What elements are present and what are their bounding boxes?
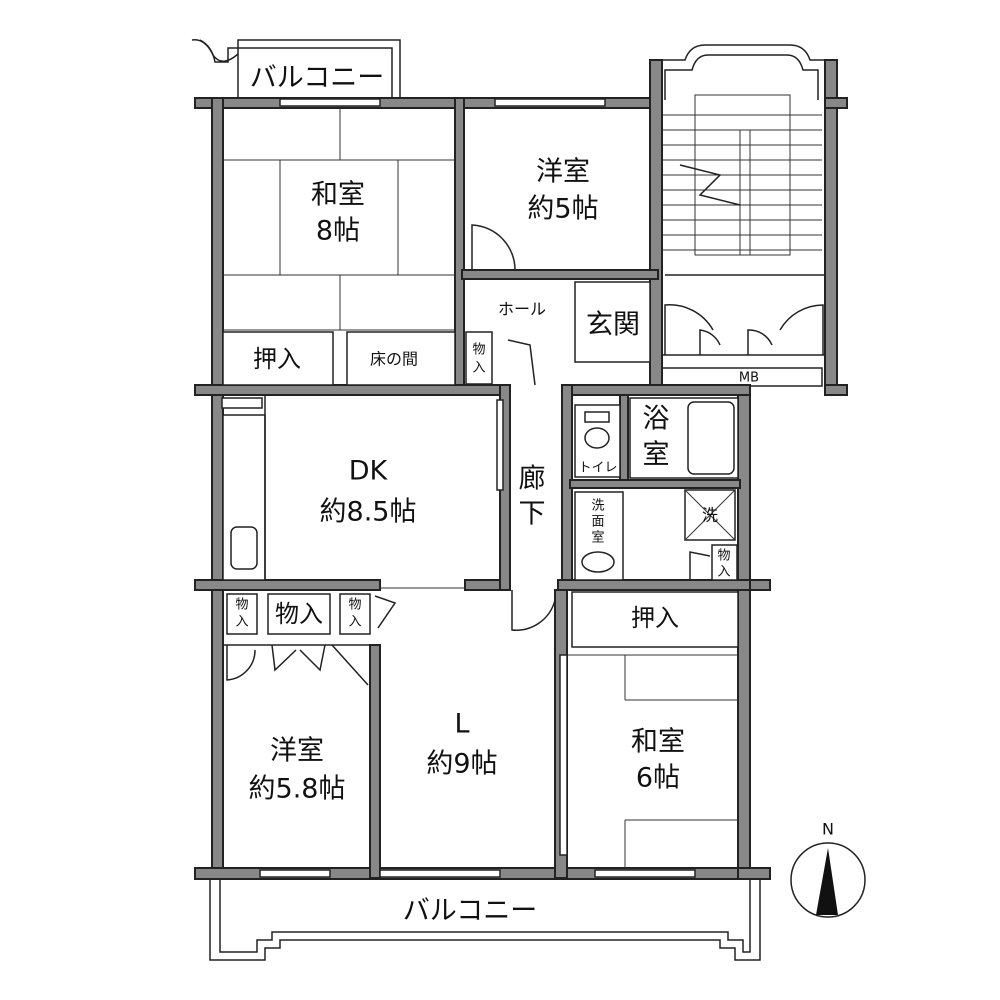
room-washitsu-8: 和室 8帖 押入 床の間 [222,108,456,386]
storage-wash-label-1: 物 [717,549,730,564]
washitsu8-name: 和室 [311,180,365,211]
balcony-top: バルコニー [191,39,401,100]
storage-hall-label-2: 入 [472,361,485,376]
storage-left-small-1: 物 [235,598,248,613]
storage-left-main-label: 物入 [275,600,323,628]
tokonoma-label: 床の間 [370,350,418,369]
living-size: 約9帖 [426,749,497,780]
youshitsu5-size: 約5帖 [527,194,598,225]
storage-row: 物 入 物入 物 入 [223,593,397,686]
storage-left-right-2: 入 [348,615,361,630]
oshiire-top-label: 押入 [253,345,301,373]
balcony-bottom-label: バルコニー [403,896,537,927]
dk-name: DK [349,456,389,487]
youshitsu58-size: 約5.8帖 [249,774,346,805]
room-youshitsu-5: 洋室 約5帖 [471,157,599,271]
room-washitsu-6: 押入 和室 6帖 [559,591,739,868]
washer-label: 洗 [702,506,718,525]
washitsu8-size: 8帖 [316,216,360,247]
compass: N [790,820,866,918]
stair-treads [662,114,822,251]
bath-label-2: 室 [643,440,670,471]
hall-label: ホール [498,300,546,319]
corridor-char-1: 廊 [519,464,546,495]
dk-size: 約8.5帖 [320,497,417,528]
hall-area: ホール 玄関 物 入 [465,281,651,386]
walls [194,59,848,880]
stairwell: MB [654,44,828,387]
compass-north-label: N [822,820,834,839]
living-name: L [454,709,469,740]
balcony-top-label: バルコニー [250,63,384,94]
wet-area: トイレ 浴 室 洗 面 室 洗 物 入 [574,397,739,581]
balcony-bottom: バルコニー [209,878,761,961]
oshiire-right-label: 押入 [631,604,679,632]
youshitsu5-door [471,224,516,271]
meter-box-label: MB [739,371,759,386]
youshitsu58-name: 洋室 [270,736,324,767]
bath-label-1: 浴 [643,404,670,435]
storage-hall-label-1: 物 [472,343,485,358]
genkan-label: 玄関 [586,310,640,341]
youshitsu5-name: 洋室 [536,157,590,188]
room-youshitsu-58: 洋室 約5.8帖 [249,736,346,805]
storage-left-right-1: 物 [348,598,361,613]
storage-left-small-2: 入 [235,615,248,630]
washitsu6-name: 和室 [631,727,685,758]
north-arrow-icon [816,848,838,915]
washroom-label-1: 洗 [591,499,604,514]
corridor: 廊 下 [511,464,556,631]
toilet-label: トイレ [578,461,617,476]
washroom-label-3: 室 [591,530,604,546]
room-living: L 約9帖 [380,587,498,780]
room-dk: DK 約8.5帖 [222,395,504,581]
windows [221,98,696,878]
corridor-char-2: 下 [519,499,546,530]
washitsu6-size: 6帖 [636,763,680,794]
storage-wash-label-2: 入 [717,565,730,580]
washroom-label-2: 面 [591,515,604,530]
